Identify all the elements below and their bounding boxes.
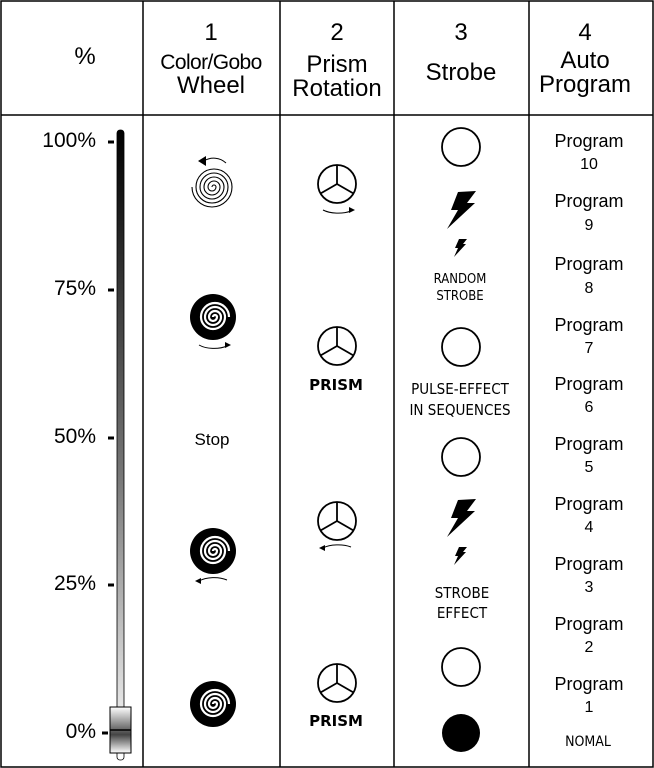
scale-label-100: 100% [42, 129, 96, 152]
program-number: 8 [584, 280, 594, 297]
open-circle-icon [441, 437, 481, 477]
header-col1-line1: Color/Gobo [160, 51, 262, 74]
program-number: 6 [584, 399, 594, 416]
program-number: 2 [584, 639, 594, 656]
prism-rotate-icon [317, 164, 357, 214]
scale-label-25: 25% [53, 572, 96, 595]
program-word: Program [554, 674, 624, 694]
prism-label-lower: PRISM [309, 712, 363, 730]
program-number: 1 [584, 699, 594, 716]
strobe-effect-line1: STROBE [434, 584, 490, 602]
program-number: 10 [580, 156, 598, 173]
program-normal: NOMAL [565, 734, 611, 750]
strobe-effect-line2: EFFECT [436, 604, 488, 622]
scale-label-50: 50% [53, 425, 96, 448]
program-word: Program [554, 434, 624, 454]
program-word: Program [554, 554, 624, 574]
strobe-pulse-line2: IN SEQUENCES [409, 401, 511, 419]
header-col3-number: 3 [454, 19, 468, 46]
prism-label-upper: PRISM [309, 376, 363, 394]
program-number: 3 [584, 579, 594, 596]
open-circle-icon [441, 127, 481, 167]
open-circle-icon [441, 647, 481, 687]
program-number: 9 [584, 217, 594, 234]
header-col2-line2: Rotation [292, 75, 382, 102]
header-col1-line2: Wheel [176, 72, 246, 99]
program-word: Program [554, 315, 624, 335]
prism-static-icon [317, 326, 357, 366]
program-word: Program [554, 614, 624, 634]
spiral-disc-icon [190, 528, 236, 584]
strobe-random-line1: RANDOM [433, 272, 487, 287]
program-word: Program [554, 131, 624, 151]
program-word: Program [554, 254, 624, 274]
header-col2-line1: Prism [306, 51, 368, 78]
program-number: 5 [584, 459, 594, 476]
program-word: Program [554, 494, 624, 514]
dimmer-fader [102, 129, 132, 761]
prism-rotate-icon [317, 501, 357, 551]
header-col4-line2: Program [538, 71, 632, 98]
program-word: Program [554, 374, 624, 394]
header-percent: % [74, 43, 96, 70]
program-number: 4 [584, 519, 594, 536]
lightning-large-icon [447, 191, 476, 229]
prism-static-icon [317, 663, 357, 703]
lightning-small-icon [454, 239, 467, 257]
scale-label-75: 75% [53, 277, 96, 300]
header-col4-number: 4 [578, 19, 592, 46]
header-col1-number: 1 [204, 19, 218, 46]
header-col4-line1: Auto [560, 47, 610, 74]
color-wheel-stop: Stop [194, 430, 230, 449]
scale-label-0: 0% [65, 720, 96, 743]
spiral-outline-icon [191, 156, 233, 208]
header-col2-number: 2 [330, 19, 344, 46]
program-number: 7 [584, 340, 594, 357]
fader-track [116, 129, 125, 761]
header-col3-line1: Strobe [425, 59, 497, 86]
spiral-disc-icon [190, 294, 236, 349]
lightning-large-icon [447, 499, 476, 537]
strobe-pulse-line1: PULSE-EFFECT [411, 380, 509, 398]
spiral-disc-icon [190, 681, 236, 727]
lightning-small-icon [454, 547, 467, 565]
filled-circle-icon [442, 714, 480, 752]
strobe-random-line2: STROBE [436, 289, 484, 304]
program-word: Program [554, 191, 624, 211]
open-circle-icon [441, 327, 481, 367]
